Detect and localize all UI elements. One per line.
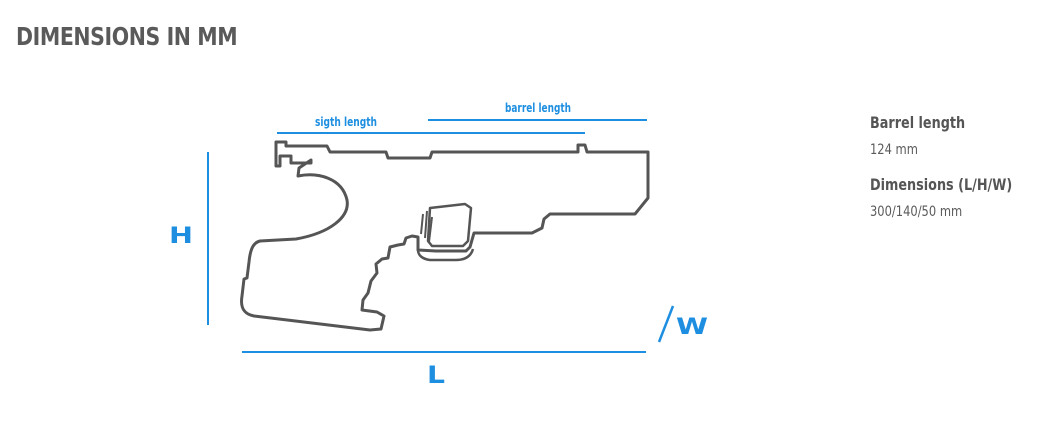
- width-label: W: [676, 315, 708, 340]
- spec-label: Dimensions (L/H/W): [870, 175, 1013, 194]
- length-label: L: [427, 361, 445, 389]
- trigger-ridges: [420, 210, 433, 243]
- page-title: DIMENSIONS IN MM: [16, 22, 238, 51]
- spec-barrel-length: Barrel length 124 mm: [870, 112, 1040, 160]
- width-slash: [657, 305, 675, 343]
- pistol-outline: [240, 140, 650, 332]
- trigger-guard: [416, 248, 475, 262]
- spec-value: 124 mm: [870, 142, 918, 158]
- spec-label: Barrel length: [870, 113, 966, 132]
- sight-length-label: sigth length: [315, 115, 377, 129]
- specs-panel: Barrel length 124 mm Dimensions (L/H/W) …: [870, 112, 1040, 222]
- trigger: [426, 202, 473, 248]
- spec-dimensions: Dimensions (L/H/W) 300/140/50 mm: [870, 174, 1040, 222]
- height-label: H: [169, 224, 193, 249]
- barrel-length-label: barrel length: [505, 101, 571, 115]
- spec-value: 300/140/50 mm: [870, 204, 963, 220]
